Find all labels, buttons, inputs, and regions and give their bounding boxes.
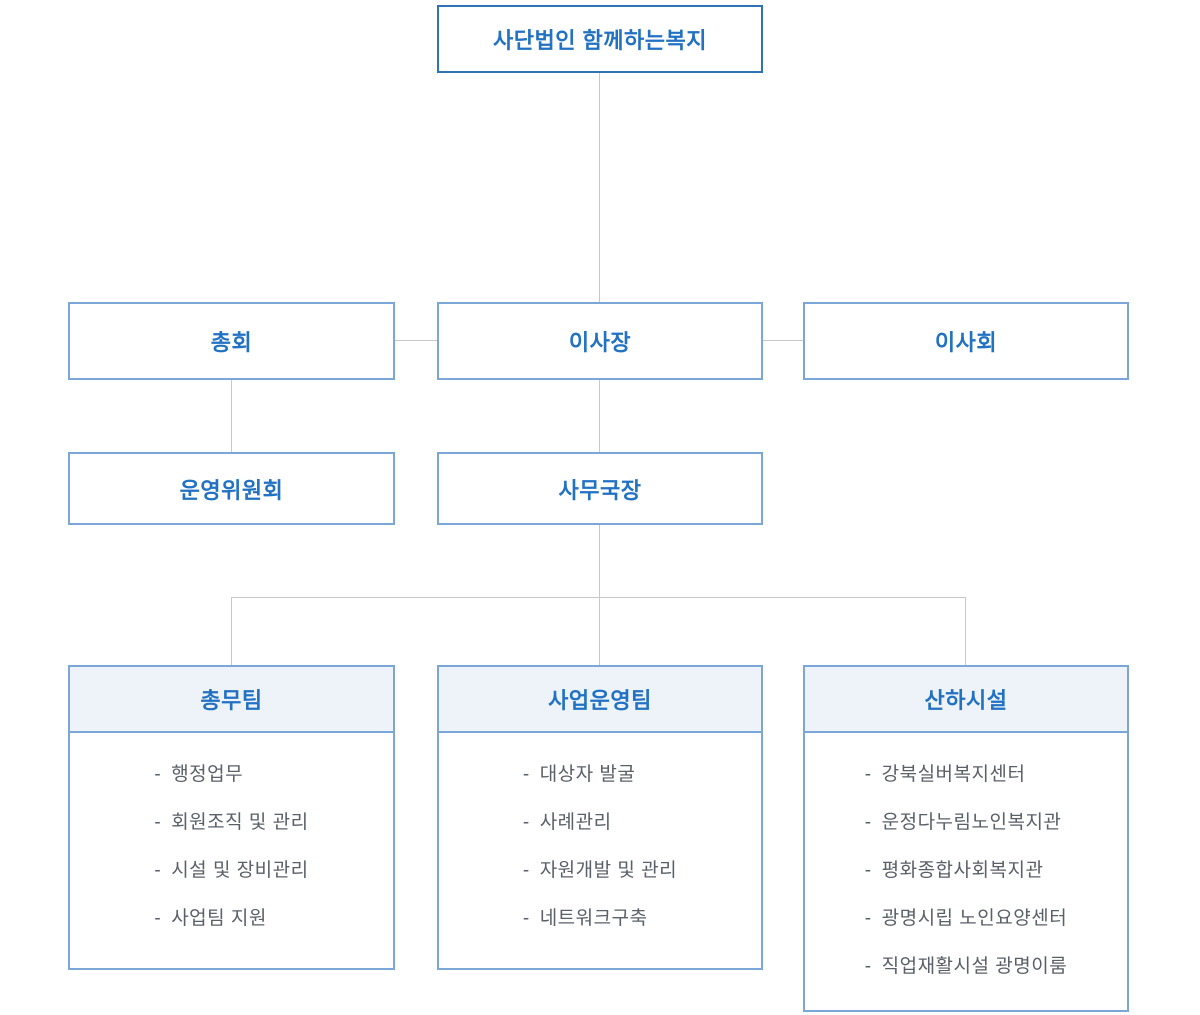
- team-header: 총무팀: [70, 667, 393, 733]
- team-title: 총무팀: [200, 688, 263, 713]
- dash-bullet: -: [154, 860, 162, 881]
- node-secretary-general: 사무국장: [437, 452, 763, 525]
- list-item: -광명시립 노인요양센터: [865, 903, 1067, 930]
- list-item-text: 사례관리: [539, 812, 612, 833]
- team-title: 사업운영팀: [548, 688, 652, 713]
- dash-bullet: -: [522, 908, 530, 929]
- list-item: -사업팀 지원: [154, 903, 308, 930]
- connector-chairman-board: [763, 340, 803, 341]
- node-corporation-title: 사단법인 함께하는복지: [437, 5, 763, 73]
- list-item: -평화종합사회복지관: [865, 855, 1067, 882]
- list-item-text: 회원조직 및 관리: [171, 812, 309, 833]
- dash-bullet: -: [154, 764, 162, 785]
- team-header: 사업운영팀: [439, 667, 761, 733]
- list-item-text: 운정다누림노인복지관: [881, 812, 1062, 833]
- node-label: 운영위원회: [179, 477, 284, 503]
- node-chairman: 이사장: [437, 302, 763, 380]
- list-item-text: 대상자 발굴: [539, 764, 636, 785]
- connector-drop-ops-team: [599, 597, 600, 665]
- dash-bullet: -: [864, 860, 872, 881]
- list-item-text: 직업재활시설 광명이룸: [881, 956, 1068, 977]
- list-item-text: 자원개발 및 관리: [539, 860, 678, 881]
- list-item: -자원개발 및 관리: [523, 855, 677, 882]
- list-item: -회원조직 및 관리: [154, 807, 308, 834]
- team-facility-list: -강북실버복지센터 -운정다누림노인복지관 -평화종합사회복지관 -광명시립 노…: [865, 759, 1067, 999]
- dash-bullet: -: [864, 908, 872, 929]
- connector-drop-general-team: [231, 597, 232, 665]
- list-item-text: 강북실버복지센터: [881, 764, 1026, 785]
- team-task-list: -행정업무 -회원조직 및 관리 -시설 및 장비관리 -사업팀 지원: [154, 759, 308, 951]
- dash-bullet: -: [864, 764, 872, 785]
- list-item: -행정업무: [154, 759, 308, 786]
- team-task-list: -대상자 발굴 -사례관리 -자원개발 및 관리 -네트워크구축: [523, 759, 677, 951]
- dash-bullet: -: [522, 860, 530, 881]
- connector-branch-horizontal: [231, 597, 965, 598]
- connector-assembly-chairman: [395, 340, 437, 341]
- list-item-text: 평화종합사회복지관: [881, 860, 1044, 881]
- node-label: 이사장: [568, 330, 632, 355]
- list-item: -네트워크구축: [523, 903, 677, 930]
- dash-bullet: -: [522, 812, 530, 833]
- team-box-business-operations: 사업운영팀 -대상자 발굴 -사례관리 -자원개발 및 관리 -네트워크구축: [437, 665, 763, 970]
- list-item: -대상자 발굴: [523, 759, 677, 786]
- list-item-text: 시설 및 장비관리: [171, 860, 309, 881]
- list-item-text: 사업팀 지원: [171, 908, 267, 929]
- connector-root-to-chairman: [599, 73, 600, 302]
- dash-bullet: -: [154, 812, 162, 833]
- list-item: -사례관리: [523, 807, 677, 834]
- node-board-of-directors: 이사회: [803, 302, 1129, 380]
- node-label: 총회: [210, 330, 253, 355]
- dash-bullet: -: [522, 764, 530, 785]
- dash-bullet: -: [864, 956, 872, 977]
- node-label: 이사회: [934, 330, 998, 355]
- team-box-affiliated-facilities: 산하시설 -강북실버복지센터 -운정다누림노인복지관 -평화종합사회복지관 -광…: [803, 665, 1129, 1012]
- list-item: -직업재활시설 광명이룸: [865, 951, 1067, 978]
- node-steering-committee: 운영위원회: [68, 452, 395, 525]
- list-item-text: 광명시립 노인요양센터: [881, 908, 1068, 929]
- node-label: 사무국장: [558, 477, 642, 503]
- list-item-text: 행정업무: [171, 764, 244, 785]
- dash-bullet: -: [864, 812, 872, 833]
- list-item-text: 네트워크구축: [539, 908, 648, 929]
- connector-secretary-branch: [599, 525, 600, 597]
- node-general-assembly: 총회: [68, 302, 395, 380]
- list-item: -강북실버복지센터: [865, 759, 1067, 786]
- list-item: -운정다누림노인복지관: [865, 807, 1067, 834]
- connector-chairman-secretary: [599, 380, 600, 452]
- connector-drop-facilities: [965, 597, 966, 665]
- team-title: 산하시설: [924, 688, 1008, 713]
- team-box-general-affairs: 총무팀 -행정업무 -회원조직 및 관리 -시설 및 장비관리 -사업팀 지원: [68, 665, 395, 970]
- dash-bullet: -: [154, 908, 162, 929]
- node-label: 사단법인 함께하는복지: [492, 28, 707, 53]
- connector-assembly-steering: [231, 380, 232, 452]
- list-item: -시설 및 장비관리: [154, 855, 308, 882]
- team-header: 산하시설: [805, 667, 1127, 733]
